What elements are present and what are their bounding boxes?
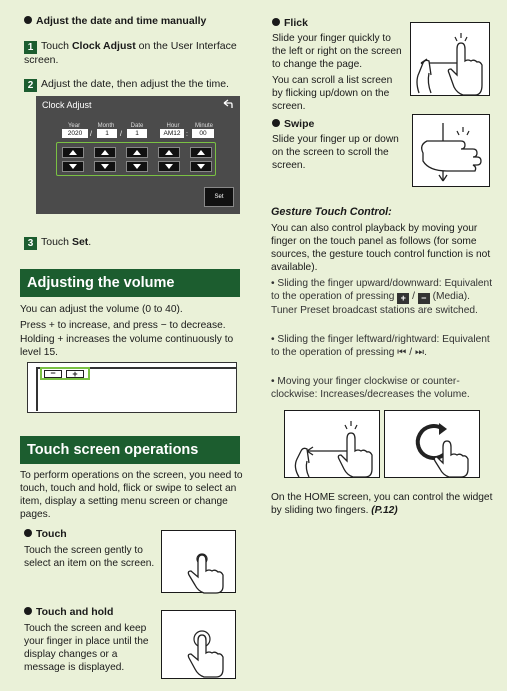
home-widget-text: On the HOME screen, you can control the … (271, 492, 493, 516)
step-number: 1 (24, 41, 37, 54)
touch-title: Touch (24, 528, 67, 541)
month-up-button[interactable] (94, 147, 116, 158)
date-value: 1 (127, 129, 147, 138)
page-reference-link[interactable]: (P.12) (371, 505, 398, 516)
adjust-buttons-frame (56, 142, 216, 176)
date-down-button[interactable] (126, 161, 148, 172)
touch-section-heading: Touch screen operations (20, 436, 240, 464)
gesture-slide-illustration (284, 410, 380, 478)
minute-label: Minute (194, 123, 213, 129)
next-track-icon: ⏭ (414, 347, 425, 358)
bullet-dot (24, 529, 32, 537)
date-time-heading: Adjust the date and time manually (24, 15, 206, 28)
bullet-dot (24, 607, 32, 615)
volume-section-heading: Adjusting the volume (20, 269, 240, 297)
month-label: Month (97, 123, 115, 129)
touch-hold-text: Touch the screen and keep your finger in… (24, 623, 149, 673)
bullet-dot (272, 18, 280, 26)
month-value: 1 (97, 129, 117, 138)
plus-icon: + (397, 293, 410, 304)
separator: / (120, 131, 122, 138)
flick-hand-icon (416, 33, 483, 96)
volume-plus-button[interactable]: + (66, 370, 84, 379)
step-number: 3 (24, 237, 37, 250)
volume-range-text: You can adjust the volume (0 to 40). (20, 304, 183, 315)
up-arrow-icon (69, 150, 77, 155)
step-number: 2 (24, 79, 37, 92)
up-arrow-icon (165, 150, 173, 155)
clock-adjust-screen: Clock Adjust Year Month Date Hour Minute… (36, 96, 240, 214)
set-button[interactable]: Set (204, 187, 234, 207)
minute-down-button[interactable] (190, 161, 212, 172)
clock-screen-title: Clock Adjust (42, 100, 92, 110)
minute-up-button[interactable] (190, 147, 212, 158)
touch-intro-text: To perform operations on the screen, you… (20, 470, 243, 520)
flick-title: Flick (272, 17, 308, 30)
down-arrow-icon (101, 164, 109, 169)
flick-illustration (410, 22, 490, 96)
up-arrow-icon (197, 150, 205, 155)
rotate-hand-icon (415, 423, 469, 478)
year-value: 2020 (62, 129, 88, 138)
back-arrow-icon[interactable] (222, 98, 234, 110)
bullet-dot (24, 16, 32, 24)
flick-text-1: Slide your finger quickly to the left or… (272, 33, 402, 70)
hour-label: Hour (166, 123, 180, 129)
down-arrow-icon (69, 164, 77, 169)
minute-value: 00 (192, 129, 214, 138)
down-arrow-icon (165, 164, 173, 169)
bullet-dot (272, 119, 280, 127)
separator: : (186, 131, 188, 138)
hour-up-button[interactable] (158, 147, 180, 158)
swipe-title: Swipe (272, 118, 314, 131)
swipe-text: Slide your finger up or down on the scre… (272, 134, 399, 171)
touch-illustration (161, 530, 236, 594)
volume-press-text: Press + to increase, and press − to decr… (20, 320, 226, 331)
touch-hand-icon (187, 553, 224, 594)
hour-value: AM12 (160, 129, 184, 138)
gesture-title: Gesture Touch Control: (271, 206, 392, 218)
down-arrow-icon (133, 164, 141, 169)
touch-hold-illustration (161, 610, 236, 679)
swipe-illustration (412, 114, 490, 187)
slide-hand-icon (294, 421, 373, 478)
date-label: Date (130, 123, 144, 129)
gesture-item-leftright: • Sliding the finger leftward/rightward:… (271, 334, 490, 358)
month-down-button[interactable] (94, 161, 116, 172)
volume-hold-text: Holding + increases the volume continuou… (20, 334, 234, 358)
gesture-item-updown: • Sliding the finger upward/downward: Eq… (271, 278, 493, 316)
touch-text: Touch the screen gently to select an ite… (24, 545, 155, 569)
year-up-button[interactable] (62, 147, 84, 158)
gesture-item-rotate: • Moving your finger clockwise or counte… (271, 376, 470, 400)
volume-device-illustration: − + (27, 362, 237, 413)
up-buttons-row (62, 147, 212, 158)
up-arrow-icon (101, 150, 109, 155)
touch-hold-title: Touch and hold (24, 606, 113, 619)
previous-track-icon: ⏮ (397, 347, 407, 358)
separator: / (90, 131, 92, 138)
gesture-intro: You can also control playback by moving … (271, 223, 491, 273)
date-up-button[interactable] (126, 147, 148, 158)
year-label: Year (67, 123, 81, 129)
touch-hold-hand-icon (187, 630, 224, 678)
volume-minus-button[interactable]: − (44, 369, 62, 378)
hour-down-button[interactable] (158, 161, 180, 172)
down-arrow-icon (197, 164, 205, 169)
device-screen-frame (36, 367, 236, 411)
minus-icon: − (417, 293, 430, 304)
down-buttons-row (62, 161, 212, 172)
flick-text-2: You can scroll a list screen by flicking… (272, 75, 393, 112)
up-arrow-icon (133, 150, 141, 155)
year-down-button[interactable] (62, 161, 84, 172)
swipe-hand-icon (421, 123, 482, 182)
gesture-rotate-illustration (384, 410, 480, 478)
